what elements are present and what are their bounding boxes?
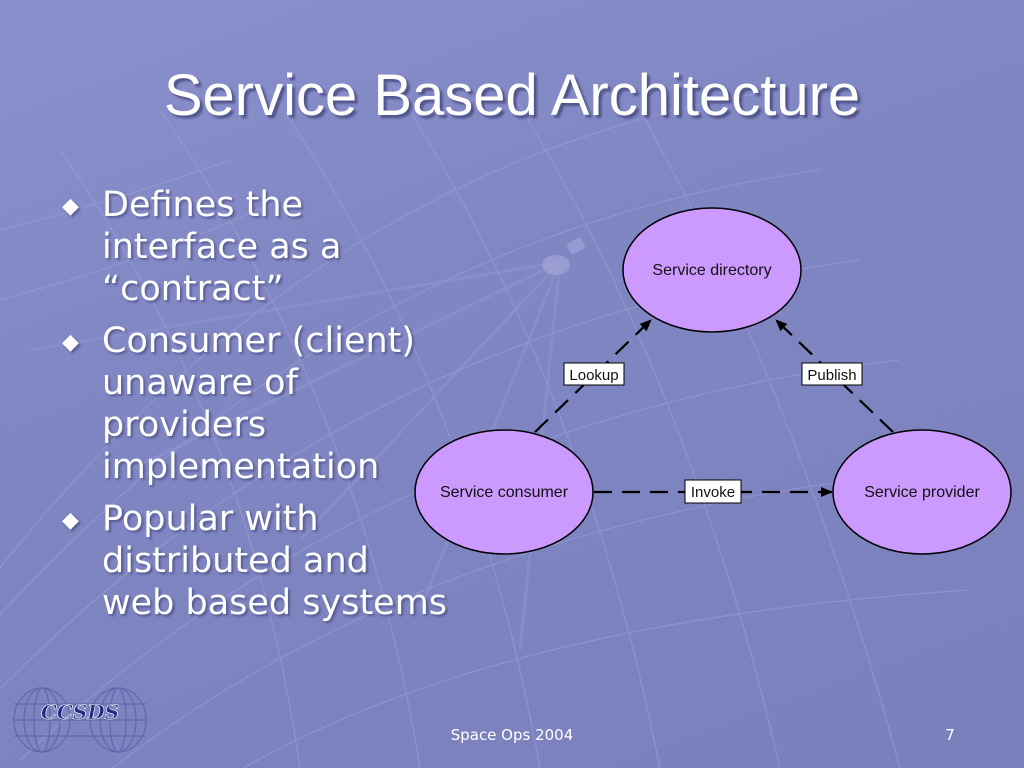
bullet-item: ◆ Defines the interface as a “contract” (62, 184, 502, 310)
ccsds-logo: CCSDS (12, 687, 148, 753)
footer-event: Space Ops 2004 (450, 726, 574, 744)
edge-label-text: Lookup (569, 367, 618, 384)
diamond-bullet-icon: ◆ (62, 330, 79, 355)
bullet-item: ◆ Popular with distributed and web based… (62, 498, 502, 624)
node-service-directory: Service directory (622, 207, 802, 333)
bullet-text: Defines the interface as a “contract” (102, 185, 342, 309)
node-label: Service consumer (440, 484, 569, 501)
page-number: 7 (945, 726, 955, 744)
edge-label-lookup: Lookup (563, 362, 625, 386)
node-service-consumer: Service consumer (414, 429, 594, 555)
diamond-bullet-icon: ◆ (62, 508, 79, 533)
edge-label-text: Invoke (691, 484, 735, 501)
edge-label-publish: Publish (801, 362, 863, 386)
bullet-item: ◆ Consumer (client) unaware of providers… (62, 320, 502, 488)
edge-label-text: Publish (807, 367, 856, 384)
node-service-provider: Service provider (832, 429, 1012, 555)
bullet-text: Consumer (client) unaware of providers i… (102, 321, 416, 487)
slide-title: Service Based Architecture (163, 63, 861, 128)
node-label: Service provider (864, 484, 980, 501)
edge-label-invoke: Invoke (684, 479, 742, 504)
logo-text: CCSDS (41, 700, 119, 724)
bullet-text: Popular with distributed and web based s… (102, 499, 448, 623)
node-label: Service directory (652, 262, 771, 279)
bullet-list: ◆ Defines the interface as a “contract” … (62, 184, 502, 634)
diamond-bullet-icon: ◆ (62, 194, 79, 219)
